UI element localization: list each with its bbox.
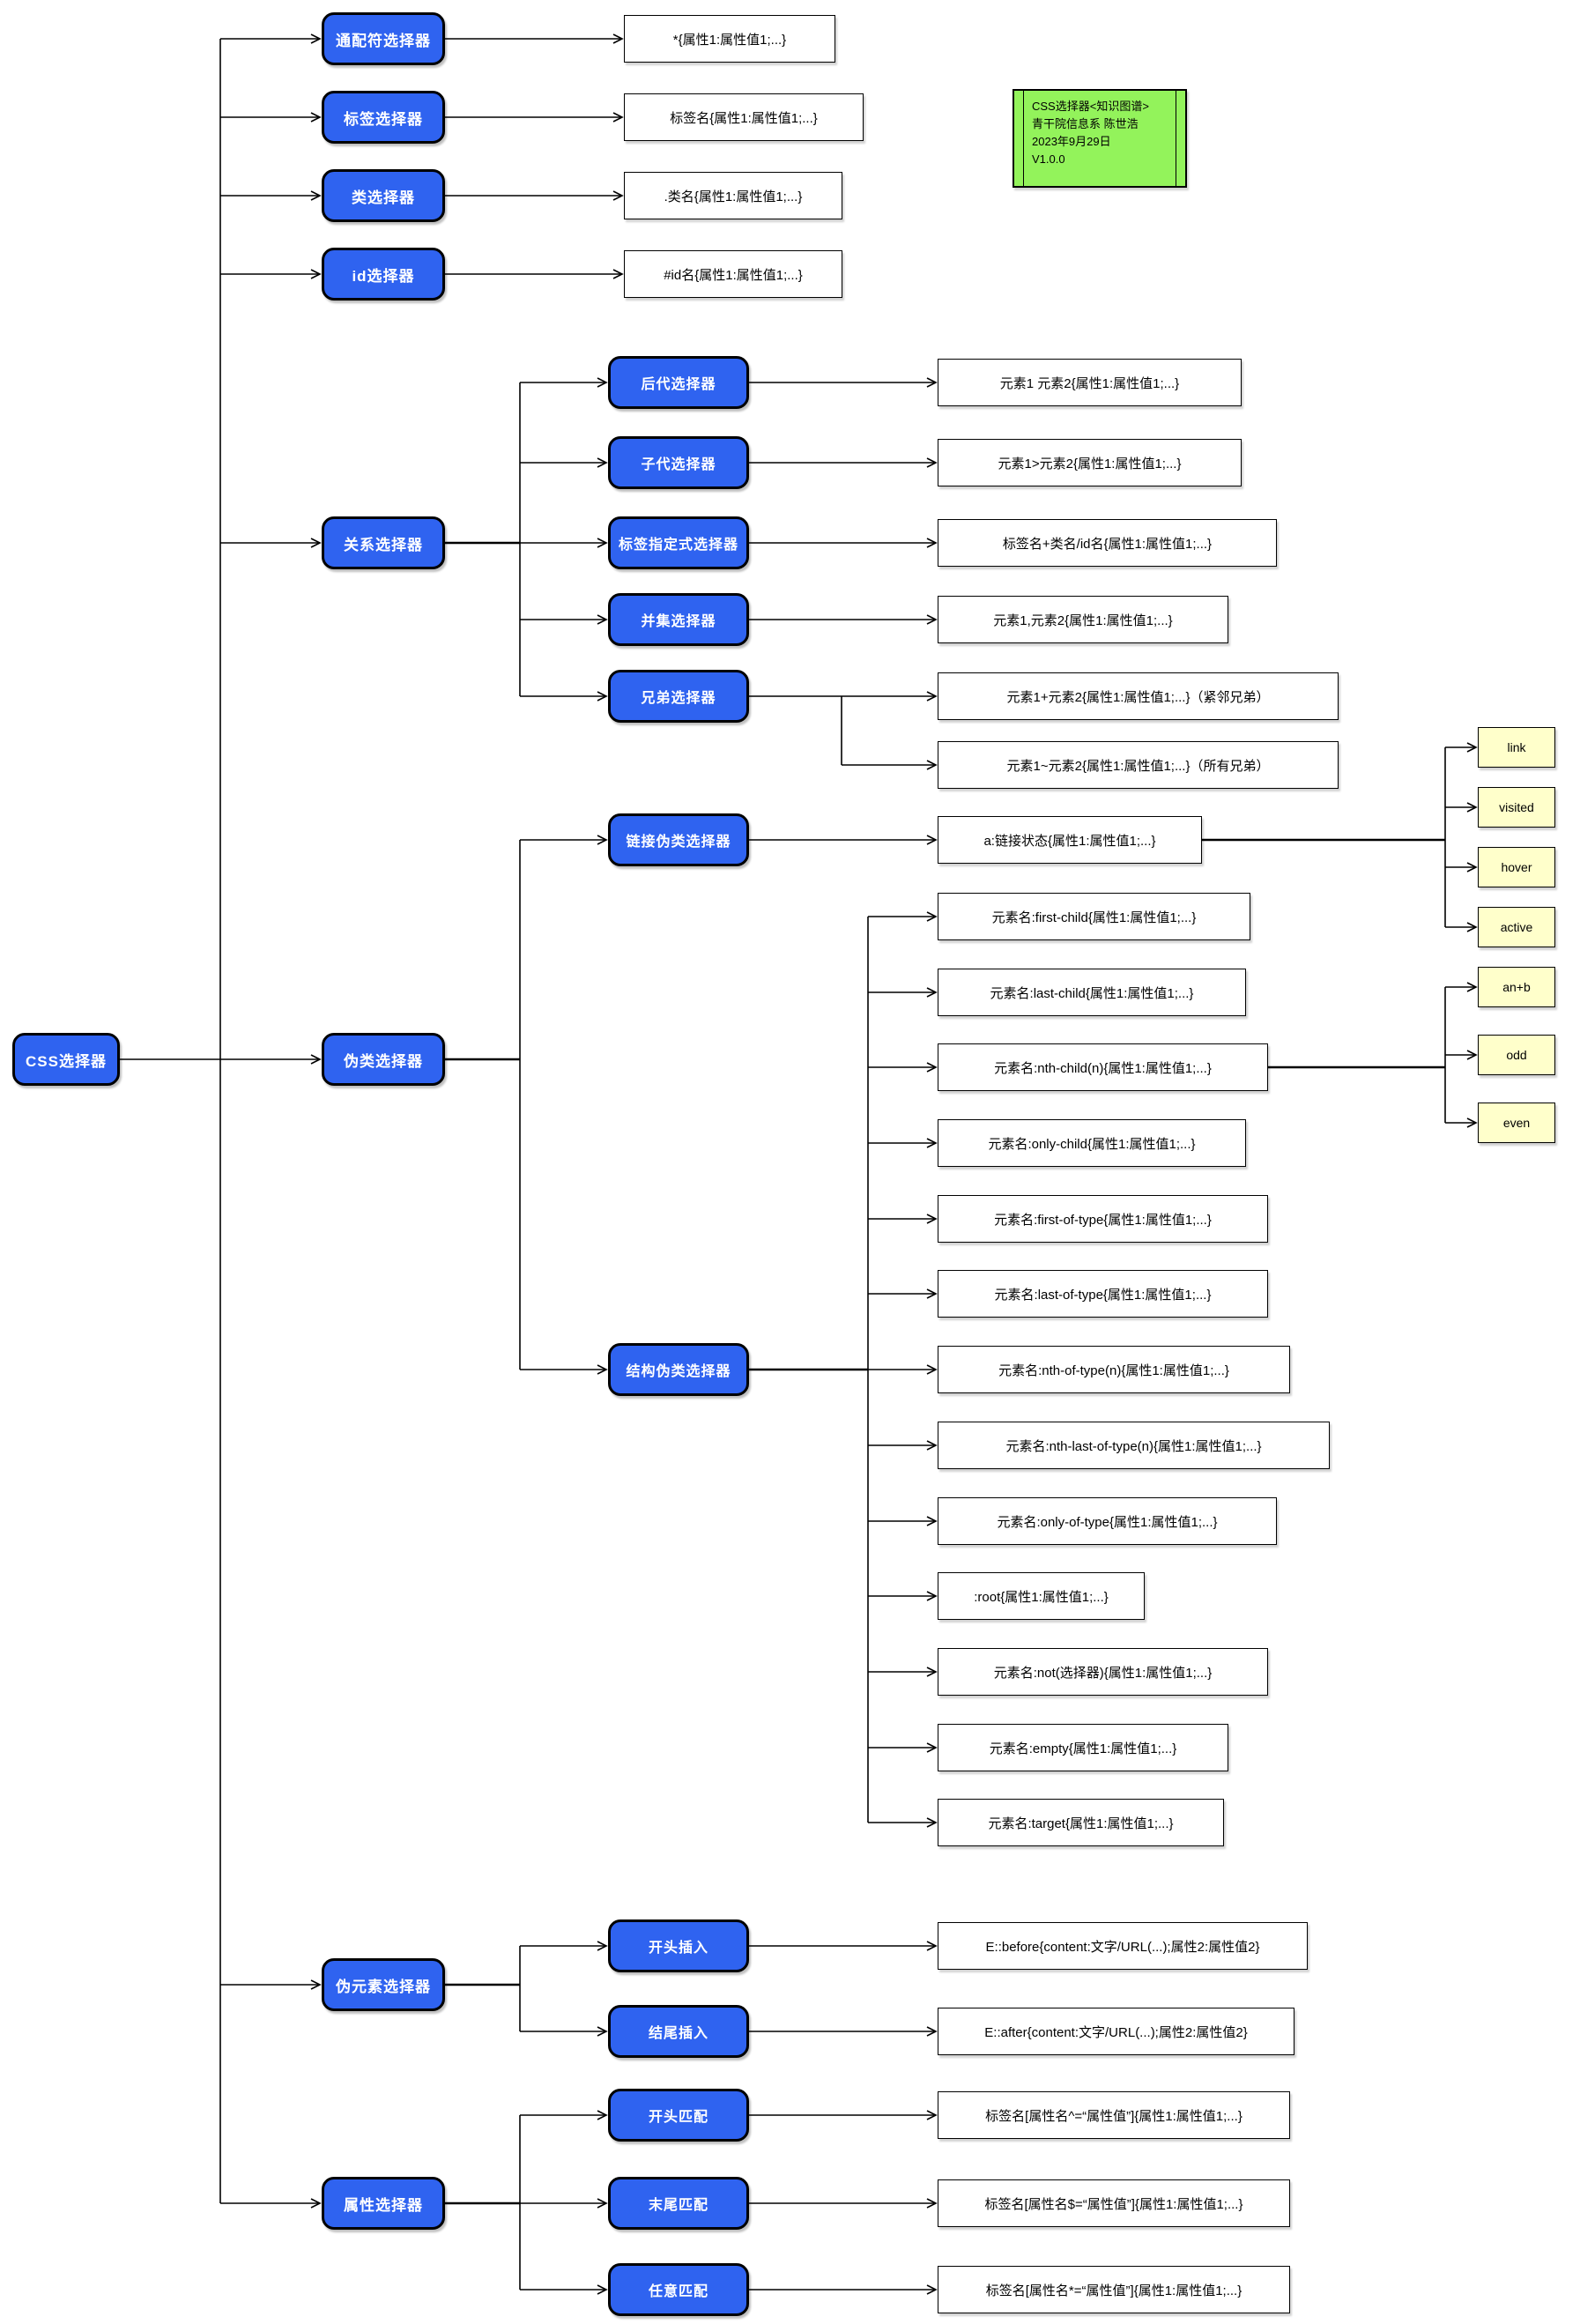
- value-even: even: [1478, 1103, 1555, 1143]
- syntax-nth-of-type: 元素名:nth-of-type(n){属性1:属性值1;...}: [938, 1346, 1290, 1393]
- syntax-root: :root{属性1:属性值1;...}: [938, 1572, 1145, 1620]
- syntax-nth-child: 元素名:nth-child(n){属性1:属性值1;...}: [938, 1043, 1268, 1091]
- node-match-start: 开头匹配: [608, 2089, 749, 2142]
- syntax-match-end: 标签名[属性名$=“属性值”]{属性1:属性值1;...}: [938, 2179, 1290, 2227]
- node-sibling-selector: 兄弟选择器: [608, 670, 749, 723]
- node-css-selector-root: CSS选择器: [12, 1033, 120, 1086]
- node-class-selector: 类选择器: [322, 169, 445, 222]
- syntax-tag: 标签名{属性1:属性值1;...}: [624, 93, 864, 141]
- syntax-union: 元素1,元素2{属性1:属性值1;...}: [938, 596, 1228, 643]
- syntax-last-of-type: 元素名:last-of-type{属性1:属性值1;...}: [938, 1270, 1268, 1318]
- node-pseudo-element-selector: 伪元素选择器: [322, 1958, 445, 2011]
- node-attribute-selector: 属性选择器: [322, 2177, 445, 2230]
- syntax-child: 元素1>元素2{属性1:属性值1;...}: [938, 439, 1242, 486]
- value-visited: visited: [1478, 787, 1555, 828]
- syntax-wildcard: *{属性1:属性值1;...}: [624, 15, 835, 63]
- syntax-first-of-type: 元素名:first-of-type{属性1:属性值1;...}: [938, 1195, 1268, 1243]
- syntax-tag-specified: 标签名+类名/id名{属性1:属性值1;...}: [938, 519, 1277, 567]
- node-match-end: 末尾匹配: [608, 2177, 749, 2230]
- note-left-bar: [1023, 91, 1024, 186]
- node-link-pseudo-class-selector: 链接伪类选择器: [608, 813, 749, 866]
- value-odd: odd: [1478, 1035, 1555, 1075]
- node-match-any: 任意匹配: [608, 2263, 749, 2316]
- syntax-match-start: 标签名[属性名^=“属性值”]{属性1:属性值1;...}: [938, 2091, 1290, 2139]
- node-tag-specified-selector: 标签指定式选择器: [608, 516, 749, 569]
- syntax-only-child: 元素名:only-child{属性1:属性值1;...}: [938, 1119, 1246, 1167]
- syntax-id: #id名{属性1:属性值1;...}: [624, 250, 842, 298]
- value-anb: an+b: [1478, 967, 1555, 1007]
- node-child-selector: 子代选择器: [608, 436, 749, 489]
- node-tag-selector: 标签选择器: [322, 91, 445, 144]
- syntax-link-pseudo: a:链接状态{属性1:属性值1;...}: [938, 816, 1202, 864]
- syntax-nth-last-of-type: 元素名:nth-last-of-type(n){属性1:属性值1;...}: [938, 1422, 1330, 1469]
- value-active: active: [1478, 907, 1555, 947]
- syntax-after: E::after{content:文字/URL(...);属性2:属性值2}: [938, 2008, 1294, 2055]
- node-insert-after: 结尾插入: [608, 2005, 749, 2058]
- note-version: V1.0.0: [1032, 152, 1065, 167]
- note-date: 2023年9月29日: [1032, 135, 1111, 149]
- note-author: 青干院信息系 陈世浩: [1032, 117, 1139, 131]
- syntax-not: 元素名:not(选择器){属性1:属性值1;...}: [938, 1648, 1268, 1696]
- value-hover: hover: [1478, 847, 1555, 887]
- node-pseudo-class-selector: 伪类选择器: [322, 1033, 445, 1086]
- syntax-before: E::before{content:文字/URL(...);属性2:属性值2}: [938, 1922, 1308, 1970]
- syntax-descendant: 元素1 元素2{属性1:属性值1;...}: [938, 359, 1242, 406]
- syntax-sibling-all: 元素1~元素2{属性1:属性值1;...}（所有兄弟）: [938, 741, 1339, 789]
- note-box: CSS选择器<知识图谱> 青干院信息系 陈世浩 2023年9月29日 V1.0.…: [1013, 89, 1187, 188]
- node-structural-pseudo-class-selector: 结构伪类选择器: [608, 1343, 749, 1396]
- node-union-selector: 并集选择器: [608, 593, 749, 646]
- syntax-empty: 元素名:empty{属性1:属性值1;...}: [938, 1724, 1228, 1771]
- note-title: CSS选择器<知识图谱>: [1032, 100, 1149, 113]
- syntax-target: 元素名:target{属性1:属性值1;...}: [938, 1799, 1224, 1846]
- syntax-sibling-adjacent: 元素1+元素2{属性1:属性值1;...}（紧邻兄弟）: [938, 672, 1339, 720]
- syntax-class: .类名{属性1:属性值1;...}: [624, 172, 842, 219]
- node-wildcard-selector: 通配符选择器: [322, 12, 445, 65]
- node-relation-selector: 关系选择器: [322, 516, 445, 569]
- syntax-only-of-type: 元素名:only-of-type{属性1:属性值1;...}: [938, 1497, 1277, 1545]
- node-id-selector: id选择器: [322, 248, 445, 301]
- node-insert-before: 开头插入: [608, 1919, 749, 1972]
- syntax-match-any: 标签名[属性名*=“属性值”]{属性1:属性值1;...}: [938, 2266, 1290, 2313]
- node-descendant-selector: 后代选择器: [608, 356, 749, 409]
- syntax-last-child: 元素名:last-child{属性1:属性值1;...}: [938, 969, 1246, 1016]
- value-link: link: [1478, 727, 1555, 768]
- syntax-first-child: 元素名:first-child{属性1:属性值1;...}: [938, 893, 1250, 940]
